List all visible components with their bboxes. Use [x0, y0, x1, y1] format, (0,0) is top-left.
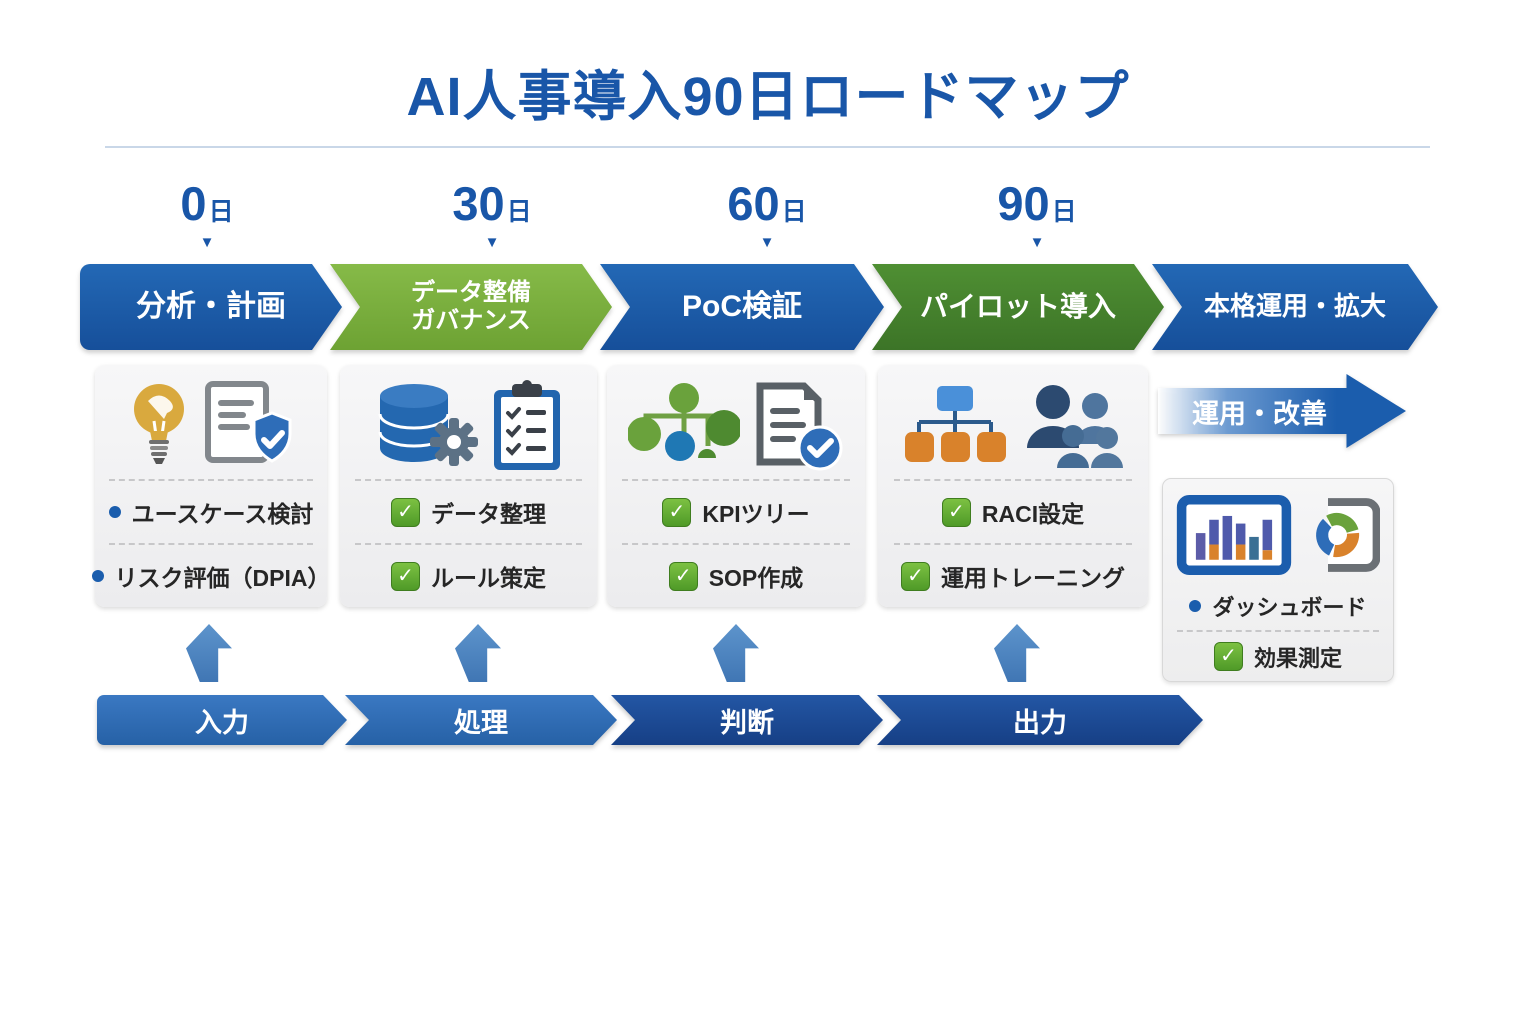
item-label: ユースケース検討 [131, 501, 314, 527]
phase-label-line1: データ整備 [411, 279, 531, 307]
divider [1176, 630, 1380, 632]
flow-banner-output: 出力 [877, 695, 1203, 745]
list-item: ✓ 運用トレーニング [878, 545, 1148, 607]
divider [622, 543, 850, 545]
card-analysis: ユースケース検討 リスク評価（DPIA） [91, 365, 330, 607]
card-pilot: ✓ RACI設定 ✓ 運用トレーニング [878, 365, 1148, 607]
tree-diagram-icon [628, 383, 740, 461]
phase-label: PoC検証 [682, 289, 802, 323]
list-item: ✓ RACI設定 [878, 481, 1148, 543]
phase-banner-analysis: 分析・計画 [80, 264, 342, 350]
checkbox-icon: ✓ [391, 561, 420, 591]
card-icon-zone [878, 365, 1148, 479]
card-icon-zone [340, 365, 597, 479]
flow-banner-judgment: 判断 [611, 695, 883, 745]
card-icon-zone [95, 365, 327, 479]
list-item: ユースケース検討 [95, 481, 327, 543]
triangle-down-icon: ▼ [199, 234, 215, 251]
list-item: ✓ ルール策定 [340, 545, 597, 607]
lightbulb-icon [134, 384, 184, 464]
arrow-right-icon: 運用・改善 [1158, 374, 1406, 448]
checkbox-icon: ✓ [901, 561, 930, 591]
item-label: KPIツリー [702, 501, 810, 527]
phase-banner-full-rollout: 本格運用・拡大 [1152, 264, 1438, 350]
flow-label: 出力 [1013, 707, 1067, 738]
operation-arrow-label: 運用・改善 [1192, 398, 1327, 429]
divider [108, 543, 314, 545]
arrow-up-icon [994, 624, 1040, 682]
item-label: ダッシュボード [1212, 594, 1367, 620]
list-item: ダッシュボード [1163, 581, 1393, 630]
divider [894, 543, 1132, 545]
bullet-icon [108, 506, 121, 518]
divider [108, 479, 314, 481]
bullet-icon [1189, 599, 1202, 612]
database-gear-icon [378, 384, 478, 466]
phase-label-line2: ガバナンス [411, 307, 531, 334]
checkbox-icon: ✓ [662, 497, 692, 527]
operation-improvement-arrow: 運用・改善 [1158, 374, 1406, 448]
triangle-down-icon: ▼ [1029, 234, 1045, 251]
org-chart-icon [905, 386, 1006, 462]
list-item: ✓ KPIツリー [607, 481, 865, 543]
phase-banner-poc: PoC検証 [600, 264, 884, 350]
flow-banner-input: 入力 [97, 695, 347, 745]
page-title: AI人事導入90日ロードマップ [406, 67, 1130, 127]
list-item: ✓ SOP作成 [607, 545, 865, 607]
arrow-up-icon [186, 624, 232, 682]
bullet-icon [91, 570, 104, 582]
phase-banner-pilot: パイロット導入 [872, 264, 1164, 350]
donut-chart-icon [1316, 498, 1380, 572]
document-check-icon [756, 382, 843, 471]
divider [355, 543, 582, 545]
checkbox-icon: ✓ [941, 497, 971, 527]
phase-label: パイロット導入 [919, 290, 1116, 322]
title-divider [105, 146, 1430, 148]
card-data-governance: ✓ データ整理 ✓ ルール策定 [340, 365, 597, 607]
item-label: 運用トレーニング [941, 565, 1125, 591]
card-dashboard: ダッシュボード ✓ 効果測定 [1162, 478, 1394, 682]
phase-label: 本格運用・拡大 [1203, 291, 1386, 322]
item-label: データ整理 [431, 501, 546, 527]
triangle-down-icon: ▼ [759, 234, 775, 251]
checkbox-icon: ✓ [668, 561, 698, 591]
phase-banner-data-governance: データ整備 ガバナンス [330, 264, 612, 350]
card-icon-zone [1163, 479, 1393, 581]
arrow-up-icon [713, 624, 759, 682]
bar-chart-monitor-icon [1176, 495, 1292, 575]
flow-label: 処理 [454, 707, 508, 738]
clipboard-checklist-icon [493, 380, 560, 470]
people-group-icon [1027, 385, 1123, 468]
checkbox-icon: ✓ [391, 497, 420, 527]
triangle-down-icon: ▼ [484, 234, 500, 251]
list-item: ✓ 効果測定 [1163, 632, 1393, 681]
list-item: リスク評価（DPIA） [91, 545, 330, 607]
item-label: リスク評価（DPIA） [114, 565, 331, 591]
item-label: RACI設定 [981, 501, 1085, 527]
card-icon-zone [607, 365, 865, 479]
item-label: 効果測定 [1253, 645, 1342, 671]
list-item: ✓ データ整理 [340, 481, 597, 543]
phase-label: 分析・計画 [136, 289, 286, 323]
card-poc: ✓ KPIツリー ✓ SOP作成 [607, 365, 865, 607]
flow-label: 判断 [720, 707, 774, 738]
divider [622, 479, 850, 481]
arrow-up-icon [455, 624, 501, 682]
item-label: ルール策定 [431, 565, 546, 591]
checkbox-icon: ✓ [1213, 642, 1243, 671]
flow-banner-process: 処理 [345, 695, 617, 745]
flow-label: 入力 [195, 707, 249, 738]
document-shield-icon [205, 381, 292, 463]
divider [355, 479, 582, 481]
divider [894, 479, 1132, 481]
item-label: SOP作成 [708, 565, 804, 591]
